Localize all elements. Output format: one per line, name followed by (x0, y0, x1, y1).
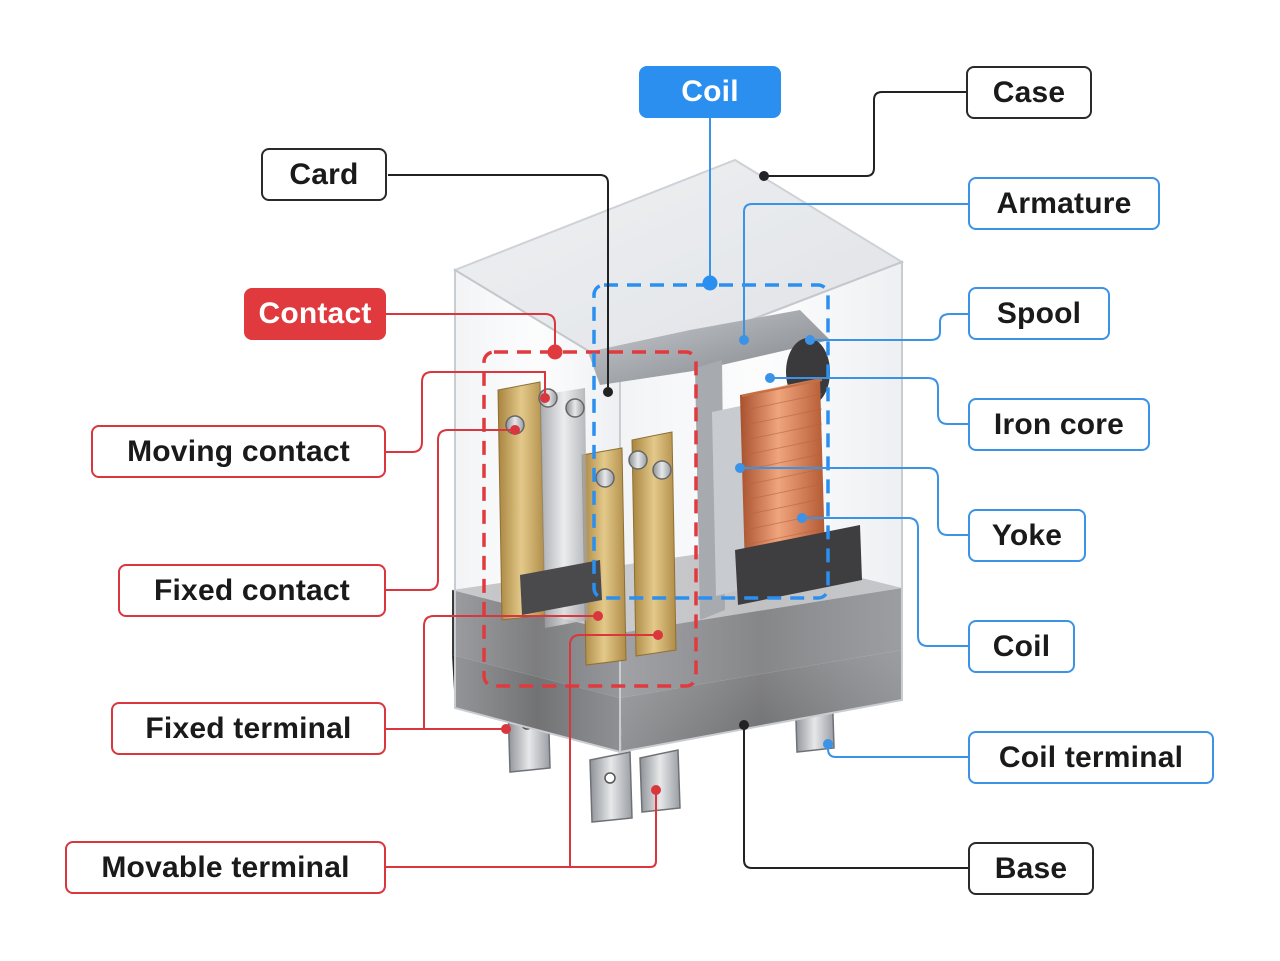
label-card: Card (261, 148, 387, 201)
label-coil-terminal: Coil terminal (968, 731, 1214, 784)
coil-group-frame (592, 283, 830, 600)
label-fixed-contact: Fixed contact (118, 564, 386, 617)
label-coil-group: Coil (639, 66, 781, 118)
label-iron-core: Iron core (968, 398, 1150, 451)
label-moving-contact: Moving contact (91, 425, 386, 478)
leaders-dark (388, 91, 968, 869)
label-yoke: Yoke (968, 509, 1086, 562)
label-coil: Coil (968, 620, 1075, 673)
contact-group-frame (482, 350, 698, 688)
label-movable-terminal: Movable terminal (65, 841, 386, 894)
label-spool: Spool (968, 287, 1110, 340)
label-contact-group: Contact (244, 288, 386, 340)
leaders-blue (709, 118, 968, 758)
label-case: Case (966, 66, 1092, 119)
leaders-red (386, 313, 658, 868)
label-base: Base (968, 842, 1094, 895)
armature-yoke (588, 310, 830, 620)
label-fixed-terminal: Fixed terminal (111, 702, 386, 755)
label-armature: Armature (968, 177, 1160, 230)
